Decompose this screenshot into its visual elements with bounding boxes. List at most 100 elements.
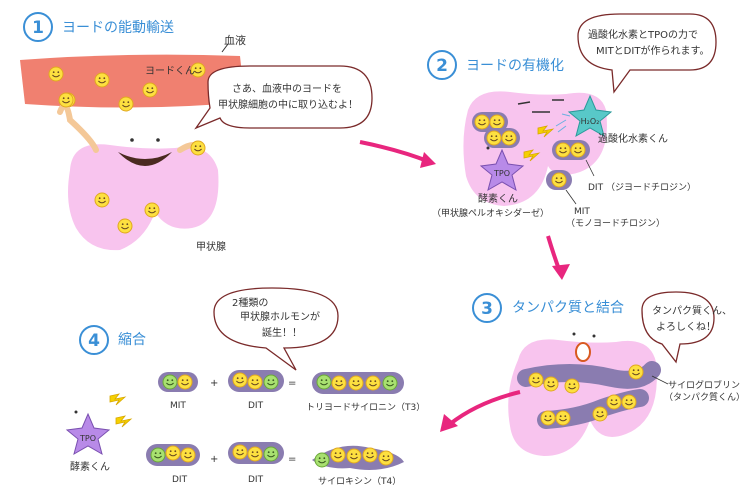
row2-dit-label-b: DIT [248,475,264,485]
iodine-icon [365,375,381,391]
mit-smiley-icon [316,374,332,390]
step3-bubble-shape [641,291,715,364]
step3-title: タンパク質と結合 [512,300,624,316]
iodine-icon [628,364,644,380]
step4-bubble-line3: 誕生！！ [262,326,302,339]
enzyme-step4-label: 酵素くん [70,460,110,473]
step2-title: ヨードの有機化 [466,58,564,74]
iodine-icon [378,450,394,466]
iodine-icon [94,72,110,88]
tpo-star [479,148,525,192]
t3-label: トリヨードサイロニン（T3） [306,402,425,413]
h2o2-character: H₂O₂ [567,94,613,138]
blood-vessel-pointer [221,43,229,53]
iodine-icon [331,375,347,391]
thyroglobulin-label: サイログロブリン [668,379,740,391]
step2-bubble-line2: MITとDITが作られます。 [596,44,709,57]
h2o2-label: 過酸化水素くん [598,132,668,145]
step3-header: 3 タンパク質と結合 [472,293,624,323]
step2-number-circle [427,50,457,80]
iodine-kun-label: ヨードくん [145,65,195,77]
step3-bubble-line2: よろしくね！ [656,321,716,333]
iodine-icon [165,445,181,461]
row1-dit-label: DIT [248,401,264,411]
step2-number: 2 [436,56,448,76]
iodine-icon [190,140,206,156]
enzyme-antenna [74,410,78,414]
enzyme-character: TPO [65,410,111,456]
arrow-step3-to-step4 [448,390,521,426]
iodine-icon [58,92,74,108]
iodine-icon [621,394,637,410]
step1-speech-bubble: さあ、血液中のヨードを 甲状腺細胞の中に取り込むよ！ [194,65,373,130]
step1-title: ヨードの能動輸送 [62,20,174,36]
h2o2-symbol: H₂O₂ [581,117,600,126]
mit-smiley-icon [162,374,178,390]
iodine-icon [346,448,362,464]
step4-bubble-shape [213,287,339,371]
iodine-icon [551,172,567,188]
tpo-antenna [486,146,490,150]
enzyme-label: 酵素くん [478,192,518,205]
iodine-icon [118,96,134,112]
iodine-icon [489,114,505,130]
thyroid-left-arm [57,102,99,153]
row1-plus: + [210,378,218,389]
iodine-icon [555,142,571,158]
arrow-head [552,264,570,280]
step2-bubble-shape [577,13,717,94]
thyroid-mouth [118,152,172,166]
tpo-symbol: TPO [493,169,510,178]
mit-label: MIT [574,207,590,217]
iodine-icon [486,130,502,146]
iodine-icon [232,372,248,388]
step4-number: 4 [88,331,100,351]
iodine-icon [117,218,133,234]
enzyme-tpo-symbol: TPO [79,434,96,443]
spark-icon [109,393,126,406]
iodine-icon [564,378,580,394]
step4-number-circle [79,325,109,355]
row1-equals: = [288,378,296,389]
step3-bubble-line1: タンパク質くん、 [652,304,732,317]
blood-vessel [20,54,245,108]
step4-header: 4 縮合 [79,325,146,355]
dit-full-label: （ジヨードチロジン） [606,182,696,193]
mit-smiley-icon [382,375,398,391]
arrow-head [440,414,458,432]
tpo-full-label: （甲状腺ペルオキシダーゼ） [432,207,549,219]
step1-number: 1 [32,18,44,38]
iodine-icon [247,374,263,390]
dit-label: DIT [588,183,604,193]
iodine-icon [94,192,110,208]
iodine-icon [592,406,608,422]
iodine-icon [232,444,248,460]
step4-speech-bubble: 2種類の 甲状腺ホルモンが 誕生！！ [213,287,339,371]
step3-number-circle [472,293,502,323]
iodine-icon [330,447,346,463]
mit-pointer [565,189,577,205]
thyroid-label: 甲状腺 [196,240,226,253]
iodine-icon [555,410,571,426]
iodine-icon [570,142,586,158]
iodine-icon [501,130,517,146]
mit-smiley-icon [263,374,279,390]
step3-mouth [575,342,591,362]
enzyme-star [65,412,111,456]
iodine-icon [348,375,364,391]
thyroid-character [57,102,219,251]
step1-header: 1 ヨードの能動輸送 [23,12,174,42]
step2-bubble-line1: 過酸化水素とTPOの力で [588,28,698,41]
iodine-icon [543,376,559,392]
row2-dit-label-a: DIT [172,475,188,485]
step1-bubble-line2: 甲状腺細胞の中に取り込むよ！ [218,98,358,111]
thyroid-eye-right [156,138,160,142]
step4-bubble-line1: 2種類の [232,296,268,309]
thyroglobulin-pointer [651,375,669,385]
step4-title: 縮合 [118,332,146,348]
row2-equals: = [288,454,296,465]
step1-number-circle [23,12,53,42]
mit-smiley-icon [263,446,279,462]
step3-eye-right [592,334,596,338]
step2-brow-left [517,101,531,105]
